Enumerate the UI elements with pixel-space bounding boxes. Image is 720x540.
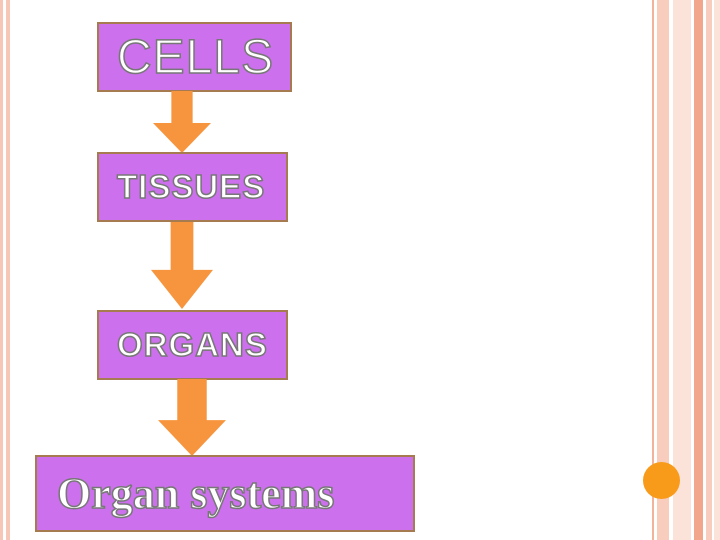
stripe [10,0,16,540]
flow-node-organ-systems: Organ systems [35,455,415,532]
decorative-circle [643,462,680,499]
stripe [669,0,673,540]
down-arrow-icon [158,379,226,456]
flow-node-organs-label: ORGANS [116,325,268,364]
right-border-stripes [652,0,720,540]
stripe [691,0,694,540]
down-arrow-shape [153,91,211,153]
stripe [3,0,6,540]
down-arrow-icon [151,222,213,309]
stripe [703,0,706,540]
flow-node-cells: CELLS [97,22,292,92]
stripe [694,0,703,540]
stripe [706,0,712,540]
flow-node-organ-systems-label: Organ systems [56,468,335,519]
stripe [0,0,3,540]
down-arrow-shape [158,379,226,456]
flow-node-tissues: TISSUES [97,152,288,222]
stripe [654,0,657,540]
stripe [652,0,654,540]
left-border-stripes [0,0,16,540]
flow-node-cells-label: CELLS [116,30,275,85]
flow-node-organs: ORGANS [97,310,288,380]
stripe [712,0,714,540]
stripe [6,0,10,540]
flow-node-tissues-label: TISSUES [116,167,266,206]
stripe [657,0,669,540]
stripe [714,0,720,540]
stripe [673,0,691,540]
down-arrow-shape [151,222,213,309]
down-arrow-icon [153,91,211,153]
